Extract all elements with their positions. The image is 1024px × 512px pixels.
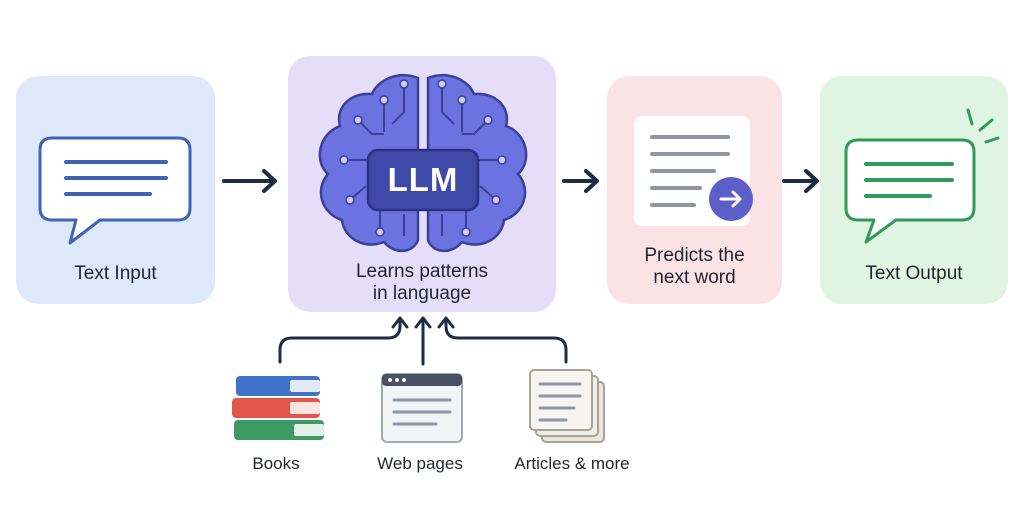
llm-label-line2: in language	[372, 283, 472, 304]
arrow-circle-icon	[709, 177, 753, 221]
browser-window-icon	[381, 373, 463, 443]
arrow-llm-to-predict	[562, 169, 599, 193]
llm-badge-label: LLM	[387, 161, 459, 198]
predict-label-line1: Predicts the	[644, 245, 745, 266]
output-speech-bubble-icon	[844, 108, 1000, 244]
arrow-web-to-llm	[414, 316, 432, 366]
brain-icon	[318, 73, 528, 252]
text-input-label: Text Input	[74, 263, 157, 284]
text-output-label: Text Output	[865, 263, 963, 284]
input-speech-bubble-icon	[38, 136, 192, 245]
arrow-articles-to-llm	[437, 316, 568, 364]
source-articles-label: Articles & more	[514, 454, 630, 473]
arrow-books-to-llm	[278, 316, 409, 364]
source-books-label: Books	[252, 454, 300, 473]
llm-label-line1: Learns patterns	[355, 261, 489, 282]
source-web-pages-label: Web pages	[377, 454, 463, 473]
arrow-predict-to-output	[782, 169, 819, 193]
predict-label-line2: next word	[653, 267, 736, 288]
stacked-pages-icon	[529, 369, 605, 443]
books-icon	[232, 376, 324, 440]
arrow-input-to-llm	[222, 169, 277, 193]
